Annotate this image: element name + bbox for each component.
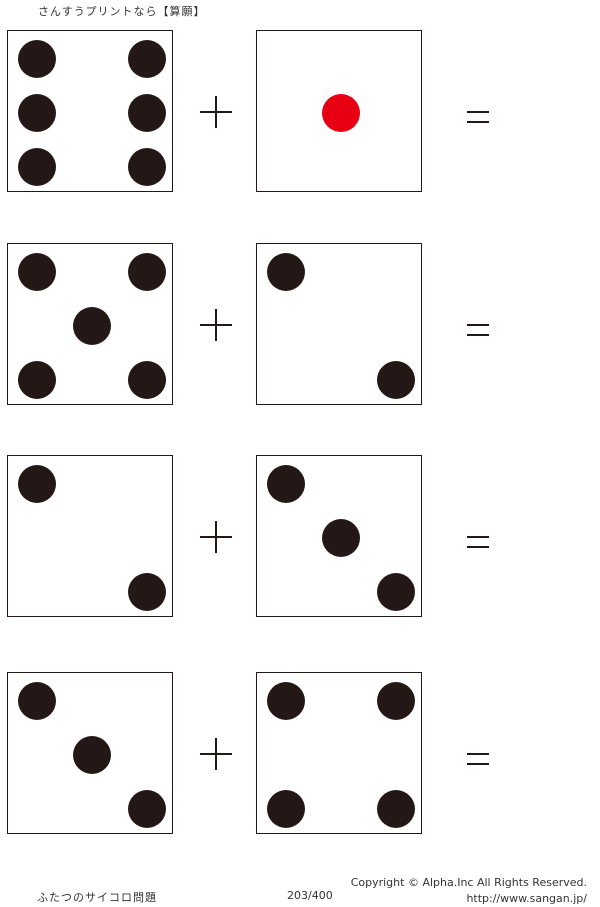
pip-dot: [377, 682, 415, 720]
pip-dot: [128, 790, 166, 828]
site-url: http://www.sangan.jp/: [466, 892, 587, 905]
plus-sign: [200, 309, 232, 341]
die-left-1: [7, 30, 173, 192]
pip-dot: [18, 361, 56, 399]
pip-dot: [377, 361, 415, 399]
pip-dot: [128, 253, 166, 291]
pip-dot: [128, 573, 166, 611]
die-left-2: [7, 243, 173, 405]
copyright-text: Copyright © Alpha.Inc All Rights Reserve…: [350, 876, 587, 889]
pip-dot: [267, 253, 305, 291]
pip-dot: [73, 307, 111, 345]
pip-dot: [322, 94, 360, 132]
pip-dot: [377, 573, 415, 611]
plus-sign: [200, 521, 232, 553]
die-right-1: [256, 30, 422, 192]
die-left-3: [7, 455, 173, 617]
die-right-3: [256, 455, 422, 617]
pip-dot: [18, 682, 56, 720]
pip-dot: [267, 682, 305, 720]
header-title: さんすうプリントなら【算願】: [38, 5, 206, 18]
pip-dot: [18, 94, 56, 132]
pip-dot: [267, 790, 305, 828]
die-right-2: [256, 243, 422, 405]
pip-dot: [377, 790, 415, 828]
pip-dot: [128, 40, 166, 78]
pip-dot: [128, 148, 166, 186]
pip-dot: [128, 94, 166, 132]
pip-dot: [128, 361, 166, 399]
equals-sign: [467, 753, 489, 765]
pip-dot: [322, 519, 360, 557]
page-number: 203/400: [287, 889, 333, 902]
pip-dot: [18, 253, 56, 291]
worksheet-title: ふたつのサイコロ問題: [37, 891, 157, 904]
plus-sign: [200, 738, 232, 770]
die-right-4: [256, 672, 422, 834]
equals-sign: [467, 536, 489, 548]
pip-dot: [18, 40, 56, 78]
die-left-4: [7, 672, 173, 834]
equals-sign: [467, 324, 489, 336]
pip-dot: [73, 736, 111, 774]
copyright-block: Copyright © Alpha.Inc All Rights Reserve…: [351, 875, 587, 907]
pip-dot: [18, 465, 56, 503]
plus-sign: [200, 96, 232, 128]
pip-dot: [267, 465, 305, 503]
equals-sign: [467, 111, 489, 123]
pip-dot: [18, 148, 56, 186]
